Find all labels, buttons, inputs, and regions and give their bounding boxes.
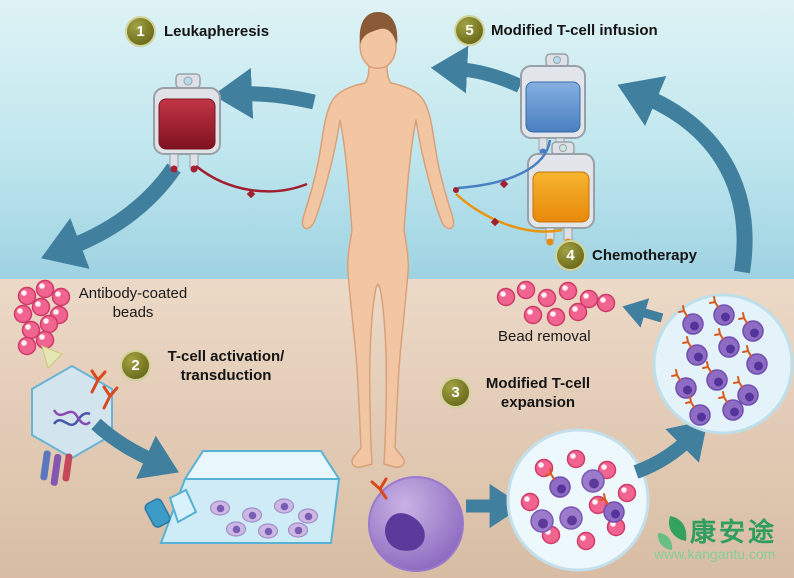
- step-4-number: 4: [566, 247, 575, 264]
- arrow-hexagon-to-flask: [91, 418, 179, 480]
- person-figure: [301, 12, 455, 468]
- step-3-badge: 3: [442, 379, 469, 406]
- step-5-label: Modified T-cell infusion: [491, 22, 658, 39]
- step-4-badge: 4: [557, 242, 584, 269]
- culture-flask: [144, 450, 341, 544]
- step-1-label: Leukapheresis: [164, 23, 270, 40]
- step-4-label: Chemotherapy: [592, 247, 698, 264]
- step-5-badge: 5: [456, 17, 483, 44]
- orange-tube: [453, 187, 563, 233]
- orange-iv-bag: [527, 141, 595, 246]
- watermark-leaf-icon: [657, 516, 687, 550]
- blue-tube: [457, 139, 552, 190]
- red-tube: [195, 165, 308, 199]
- modified-cell-dish: [652, 293, 794, 435]
- t-cell: [368, 476, 464, 572]
- step-3-number: 3: [451, 384, 460, 401]
- arrow-bag-to-person: [430, 45, 523, 94]
- arrow-dish-to-bags: [617, 75, 753, 274]
- step-2-label: T-cell activation/ transduction: [167, 348, 285, 384]
- step-2-badge: 2: [122, 352, 149, 379]
- dna-icon: [52, 409, 91, 427]
- arrow-expansion-to-dish: [633, 420, 708, 479]
- blue-iv-bag: [520, 53, 586, 156]
- watermark-brand: 康安途: [690, 517, 778, 547]
- antibody-y-icon: [90, 369, 119, 410]
- bead-to-vector-arrow: [41, 345, 63, 369]
- arrow-bead-removal: [622, 298, 664, 328]
- person-hair: [359, 12, 398, 44]
- step-2-number: 2: [131, 357, 140, 374]
- step-5-number: 5: [465, 22, 474, 39]
- blood-bag: [153, 73, 221, 173]
- t-cell-receptor-icon: [370, 477, 388, 500]
- expansion-dish: [506, 428, 650, 572]
- antibody-beads-label: Antibody-coated beads: [78, 285, 188, 321]
- arrow-person-to-blood-bag: [213, 67, 316, 119]
- watermark-url: www.kangantu.com: [654, 546, 776, 562]
- step-1-badge: 1: [127, 18, 154, 45]
- person-body: [301, 65, 455, 468]
- vector-hexagon: [31, 364, 119, 486]
- step-3-label: Modified T-cell expansion: [485, 375, 591, 411]
- bead-removal-label: Bead removal: [498, 328, 591, 345]
- gene-strips-icon: [40, 450, 73, 486]
- step-1-number: 1: [136, 23, 145, 40]
- arrow-bag-to-beads: [41, 163, 181, 269]
